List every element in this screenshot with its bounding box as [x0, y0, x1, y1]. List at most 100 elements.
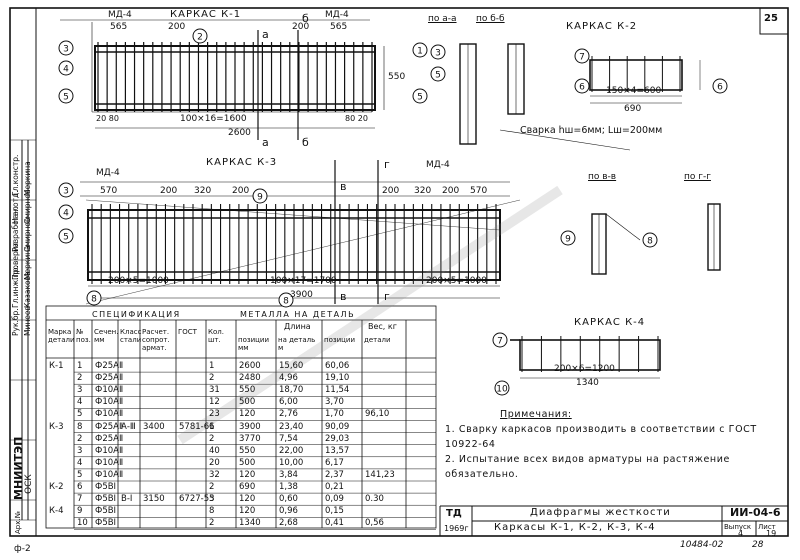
k3-cut-d-top: г — [384, 158, 390, 171]
svg-text:6: 6 — [579, 83, 585, 93]
k2-dim-total: 690 — [624, 104, 642, 114]
k1-dim-end-right: 80 20 — [345, 114, 368, 123]
stamp-role-0: Рук.бр. — [11, 308, 20, 336]
spec-cell-r4-c10: 96,10 — [365, 409, 390, 420]
k1-dim-200b: 200 — [292, 22, 310, 32]
svg-text:8: 8 — [91, 295, 97, 305]
frame-k3-title: КАРКАС К-3 — [206, 157, 278, 168]
k3-dim-200d: 200 — [442, 186, 460, 196]
k3-dim-pitch-right: 200×5=1000 — [426, 276, 487, 286]
spec-cell-r4-c1: 5 — [77, 409, 83, 420]
position-tag-7: 7 — [492, 332, 508, 348]
archive-number: 10484-02 — [680, 540, 724, 550]
spec-cell-r1-c8: 4,96 — [279, 373, 298, 384]
spec-cell-r5-c3: А-Ⅲ — [121, 421, 136, 432]
spec-sub-weight: Вес, кг — [368, 322, 397, 331]
position-tag-5: 5 — [430, 66, 446, 82]
spec-cell-r12-c1: 9 — [77, 506, 83, 517]
spec-cell-r7-c2: Ф10АⅡ — [95, 445, 124, 456]
spec-cell-r1-c6: 2 — [209, 373, 215, 384]
spec-cell-r2-c9: 11,54 — [325, 385, 350, 396]
k4-dim-pitch: 200×6=1200 — [554, 364, 615, 374]
spec-cell-r12-c0: К-4 — [49, 506, 64, 517]
spec-cell-r11-c10: 0.30 — [365, 494, 384, 505]
spec-cell-r6-c2: Ф25АⅡ — [95, 433, 124, 444]
spec-header-4: Расчет. сопрот. армат. — [142, 328, 170, 352]
svg-text:5: 5 — [435, 71, 441, 81]
spec-cell-r10-c8: 1,38 — [279, 482, 298, 492]
sheet-label: Лист — [758, 523, 776, 531]
k3-dim-200c: 200 — [382, 186, 400, 196]
spec-cell-r8-c6: 20 — [209, 457, 220, 468]
title-year: 1969г — [444, 524, 469, 533]
position-tag-9: 9 — [252, 188, 268, 204]
spec-header-3: Класс стали — [120, 328, 142, 344]
notes-block: Примечания: 1. Сварку каркасов производи… — [445, 407, 780, 482]
spec-cell-r6-c9: 29,03 — [325, 433, 350, 444]
doc-code: ИИ-04-6 — [730, 506, 781, 519]
k1-md4-left: МД-4 — [108, 10, 132, 20]
position-tag-1: 1 — [412, 42, 428, 58]
k3-md4-right: МД-4 — [426, 160, 450, 170]
spec-cell-r8-c7: 500 — [239, 457, 256, 468]
section-dd-label: по г-г — [684, 172, 711, 182]
sheet-number-small: 19 — [766, 529, 777, 538]
issue-label: Выпуск — [724, 523, 752, 531]
spec-cell-r12-c2: Ф5ВⅠ — [95, 506, 117, 517]
spec-cell-r5-c7: 3900 — [239, 421, 261, 432]
spec-cell-r3-c9: 3,70 — [325, 397, 344, 408]
spec-cell-r13-c6: 2 — [209, 518, 215, 529]
position-tag-3: 3 — [58, 182, 74, 198]
position-tag-5: 5 — [58, 228, 74, 244]
k3-cut-c-top: в — [340, 180, 347, 193]
spec-cell-r2-c6: 31 — [209, 385, 220, 396]
position-tag-9: 9 — [560, 230, 576, 246]
spec-cell-r13-c8: 2,68 — [279, 518, 298, 529]
spec-cell-r13-c9: 0,41 — [325, 518, 344, 529]
k3-dim-200b: 200 — [232, 186, 250, 196]
spec-cell-r3-c2: Ф10АⅡ — [95, 397, 124, 408]
spec-cell-r2-c2: Ф10АⅡ — [95, 385, 124, 396]
note-1: 1. Сварку каркасов производить в соответ… — [445, 424, 757, 450]
position-tag-6: 6 — [712, 78, 728, 94]
spec-header-7: позиции мм — [238, 336, 269, 352]
spec-cell-r11-c8: 0,60 — [279, 494, 298, 505]
position-tag-3: 3 — [58, 40, 74, 56]
section-aa-label: по а-а — [428, 14, 457, 24]
spec-cell-r11-c4: 3150 — [143, 494, 165, 505]
spec-cell-r6-c1: 2 — [77, 433, 83, 444]
svg-text:8: 8 — [647, 237, 653, 247]
spec-cell-r10-c0: К-2 — [49, 482, 64, 492]
spec-cell-r6-c6: 2 — [209, 433, 215, 444]
spec-cell-r1-c9: 19,10 — [325, 373, 350, 384]
position-tag-2: 2 — [192, 28, 208, 44]
spec-cell-r5-c2: Ф25АⅡ — [95, 421, 124, 432]
frame-k1-title: КАРКАС К-1 — [170, 9, 242, 20]
spec-cell-r12-c8: 0,96 — [279, 506, 298, 517]
sheet-number: 28 — [752, 540, 764, 550]
spec-cell-r0-c1: 1 — [77, 361, 83, 371]
k1-dim-pitch: 100×16=1600 — [180, 114, 247, 124]
spec-table-grid — [45, 305, 437, 530]
k3-cut-c-bottom: в — [340, 290, 347, 303]
spec-cell-r9-c9: 2,37 — [325, 469, 344, 480]
spec-cell-r13-c7: 1340 — [239, 518, 261, 529]
spec-cell-r10-c6: 2 — [209, 482, 215, 492]
k1-dim-565-right: 565 — [330, 22, 348, 32]
spec-cell-r9-c1: 5 — [77, 469, 83, 480]
spec-cell-r11-c5: 6727-53 — [179, 494, 215, 505]
frame-k3-drawing — [80, 160, 521, 305]
svg-text:9: 9 — [257, 193, 263, 203]
frame-k4-title: КАРКАС К-4 — [574, 317, 646, 328]
k3-dim-570-left: 570 — [100, 186, 118, 196]
svg-text:4: 4 — [63, 209, 69, 219]
frame-k2-drawing — [589, 56, 701, 104]
spec-cell-r8-c8: 10,00 — [279, 457, 304, 468]
spec-cell-r2-c7: 550 — [239, 385, 256, 396]
k1-cut-a-top: а — [262, 28, 269, 41]
spec-cell-r0-c0: К-1 — [49, 361, 64, 371]
spec-cell-r7-c7: 550 — [239, 445, 256, 456]
svg-text:1: 1 — [417, 47, 423, 57]
spec-cell-r8-c9: 6,17 — [325, 457, 344, 468]
